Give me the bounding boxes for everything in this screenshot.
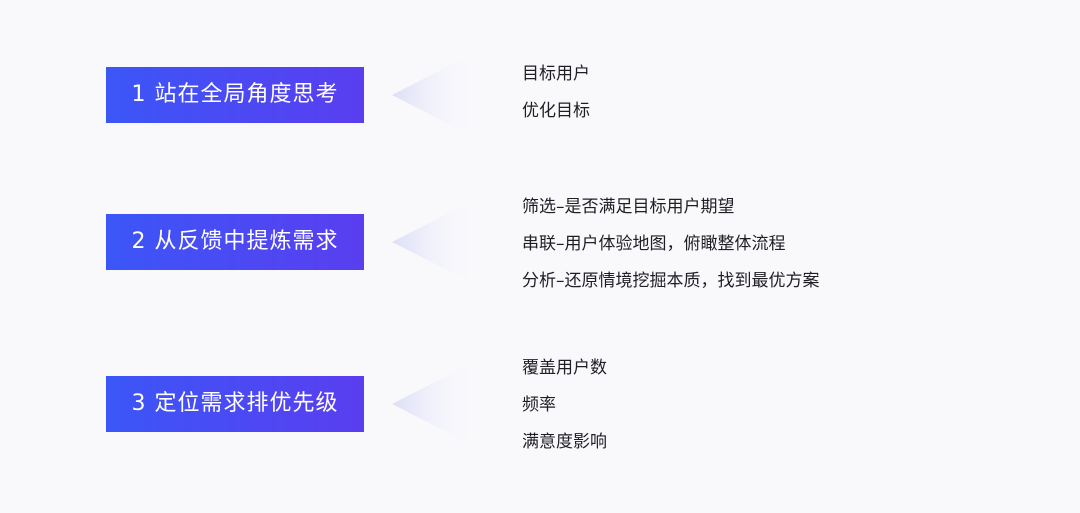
- step-1-arrow-wedge: [392, 50, 480, 140]
- list-item: 频率: [522, 395, 556, 415]
- step-2-arrow-wedge: [392, 197, 480, 287]
- step-3-arrow-wedge: [392, 359, 480, 449]
- step-2-title: 2 从反馈中提炼需求: [106, 214, 364, 270]
- list-item: 串联–用户体验地图，俯瞰整体流程: [522, 234, 786, 254]
- step-3-items: 覆盖用户数 频率 满意度影响: [522, 350, 607, 461]
- list-item: 覆盖用户数: [522, 358, 607, 378]
- step-1-title: 1 站在全局角度思考: [106, 67, 364, 123]
- list-item: 优化目标: [522, 101, 590, 121]
- step-3-title: 3 定位需求排优先级: [106, 376, 364, 432]
- list-item: 目标用户: [522, 64, 590, 84]
- list-item: 满意度影响: [522, 432, 607, 452]
- list-item: 分析–还原情境挖掘本质，找到最优方案: [522, 271, 820, 291]
- step-1-items: 目标用户 优化目标: [522, 56, 590, 130]
- list-item: 筛选–是否满足目标用户期望: [522, 197, 735, 217]
- step-2-items: 筛选–是否满足目标用户期望 串联–用户体验地图，俯瞰整体流程 分析–还原情境挖掘…: [522, 189, 820, 300]
